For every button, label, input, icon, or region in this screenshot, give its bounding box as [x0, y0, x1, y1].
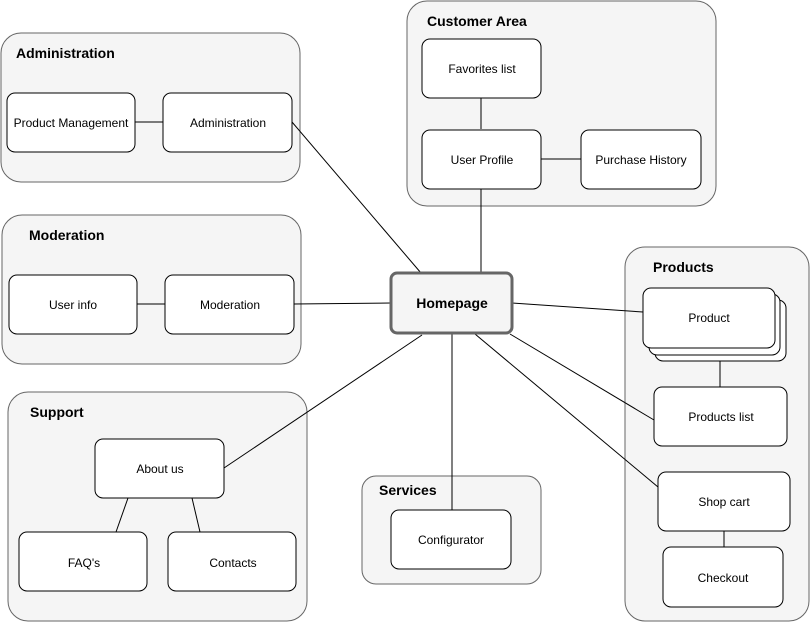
node-label-shop-cart: Shop cart: [698, 495, 750, 509]
node-label-favorites-list: Favorites list: [448, 62, 516, 76]
node-label-products-list: Products list: [688, 410, 754, 424]
node-products-list[interactable]: Products list: [653, 386, 788, 447]
node-shop-cart[interactable]: Shop cart: [657, 471, 791, 532]
node-user-profile[interactable]: User Profile: [421, 129, 542, 190]
edges: [115, 98, 725, 547]
node-purchase-history[interactable]: Purchase History: [580, 129, 702, 190]
node-checkout[interactable]: Checkout: [662, 546, 784, 608]
edge-about-us-contacts: [191, 497, 201, 533]
edge-about-us-homepage: [223, 334, 423, 469]
node-label-user-info: User info: [49, 298, 97, 312]
node-label-moderation: Moderation: [200, 298, 260, 312]
node-label-contacts: Contacts: [209, 556, 256, 570]
node-about-us[interactable]: About us: [94, 438, 225, 499]
edge-homepage-product: [511, 302, 644, 313]
group-title-support: Support: [30, 404, 84, 420]
node-label-configurator: Configurator: [418, 533, 484, 547]
node-label-faqs: FAQ's: [68, 556, 100, 570]
node-faqs[interactable]: FAQ's: [18, 531, 148, 592]
node-favorites-list[interactable]: Favorites list: [421, 38, 542, 99]
node-label-checkout: Checkout: [698, 571, 749, 585]
node-label-about-us: About us: [136, 462, 183, 476]
edge-administration-homepage: [291, 121, 422, 274]
group-title-moderation: Moderation: [29, 227, 104, 243]
node-contacts[interactable]: Contacts: [167, 531, 297, 592]
group-title-customer-area: Customer Area: [427, 13, 527, 29]
node-label-user-profile: User Profile: [451, 153, 514, 167]
node-user-info[interactable]: User info: [8, 274, 138, 335]
node-product-stack[interactable]: Product: [642, 287, 787, 362]
node-administration[interactable]: Administration: [162, 92, 293, 153]
edge-homepage-products-list: [509, 333, 655, 421]
node-moderation[interactable]: Moderation: [164, 274, 295, 335]
group-title-products: Products: [653, 259, 714, 275]
group-title-services: Services: [379, 482, 437, 498]
node-product-management[interactable]: Product Management: [6, 92, 136, 153]
node-label-purchase-history: Purchase History: [595, 153, 686, 167]
edge-moderation-homepage: [293, 302, 392, 305]
node-label-product: Product: [688, 311, 730, 325]
node-homepage[interactable]: Homepage: [389, 271, 514, 335]
node-label-homepage: Homepage: [416, 295, 488, 311]
node-configurator[interactable]: Configurator: [390, 509, 512, 570]
group-title-administration: Administration: [16, 45, 115, 61]
node-label-product-management: Product Management: [14, 116, 129, 130]
node-label-administration: Administration: [190, 116, 266, 130]
edge-about-us-faqs: [115, 497, 129, 533]
edge-homepage-shop-cart: [474, 333, 659, 488]
